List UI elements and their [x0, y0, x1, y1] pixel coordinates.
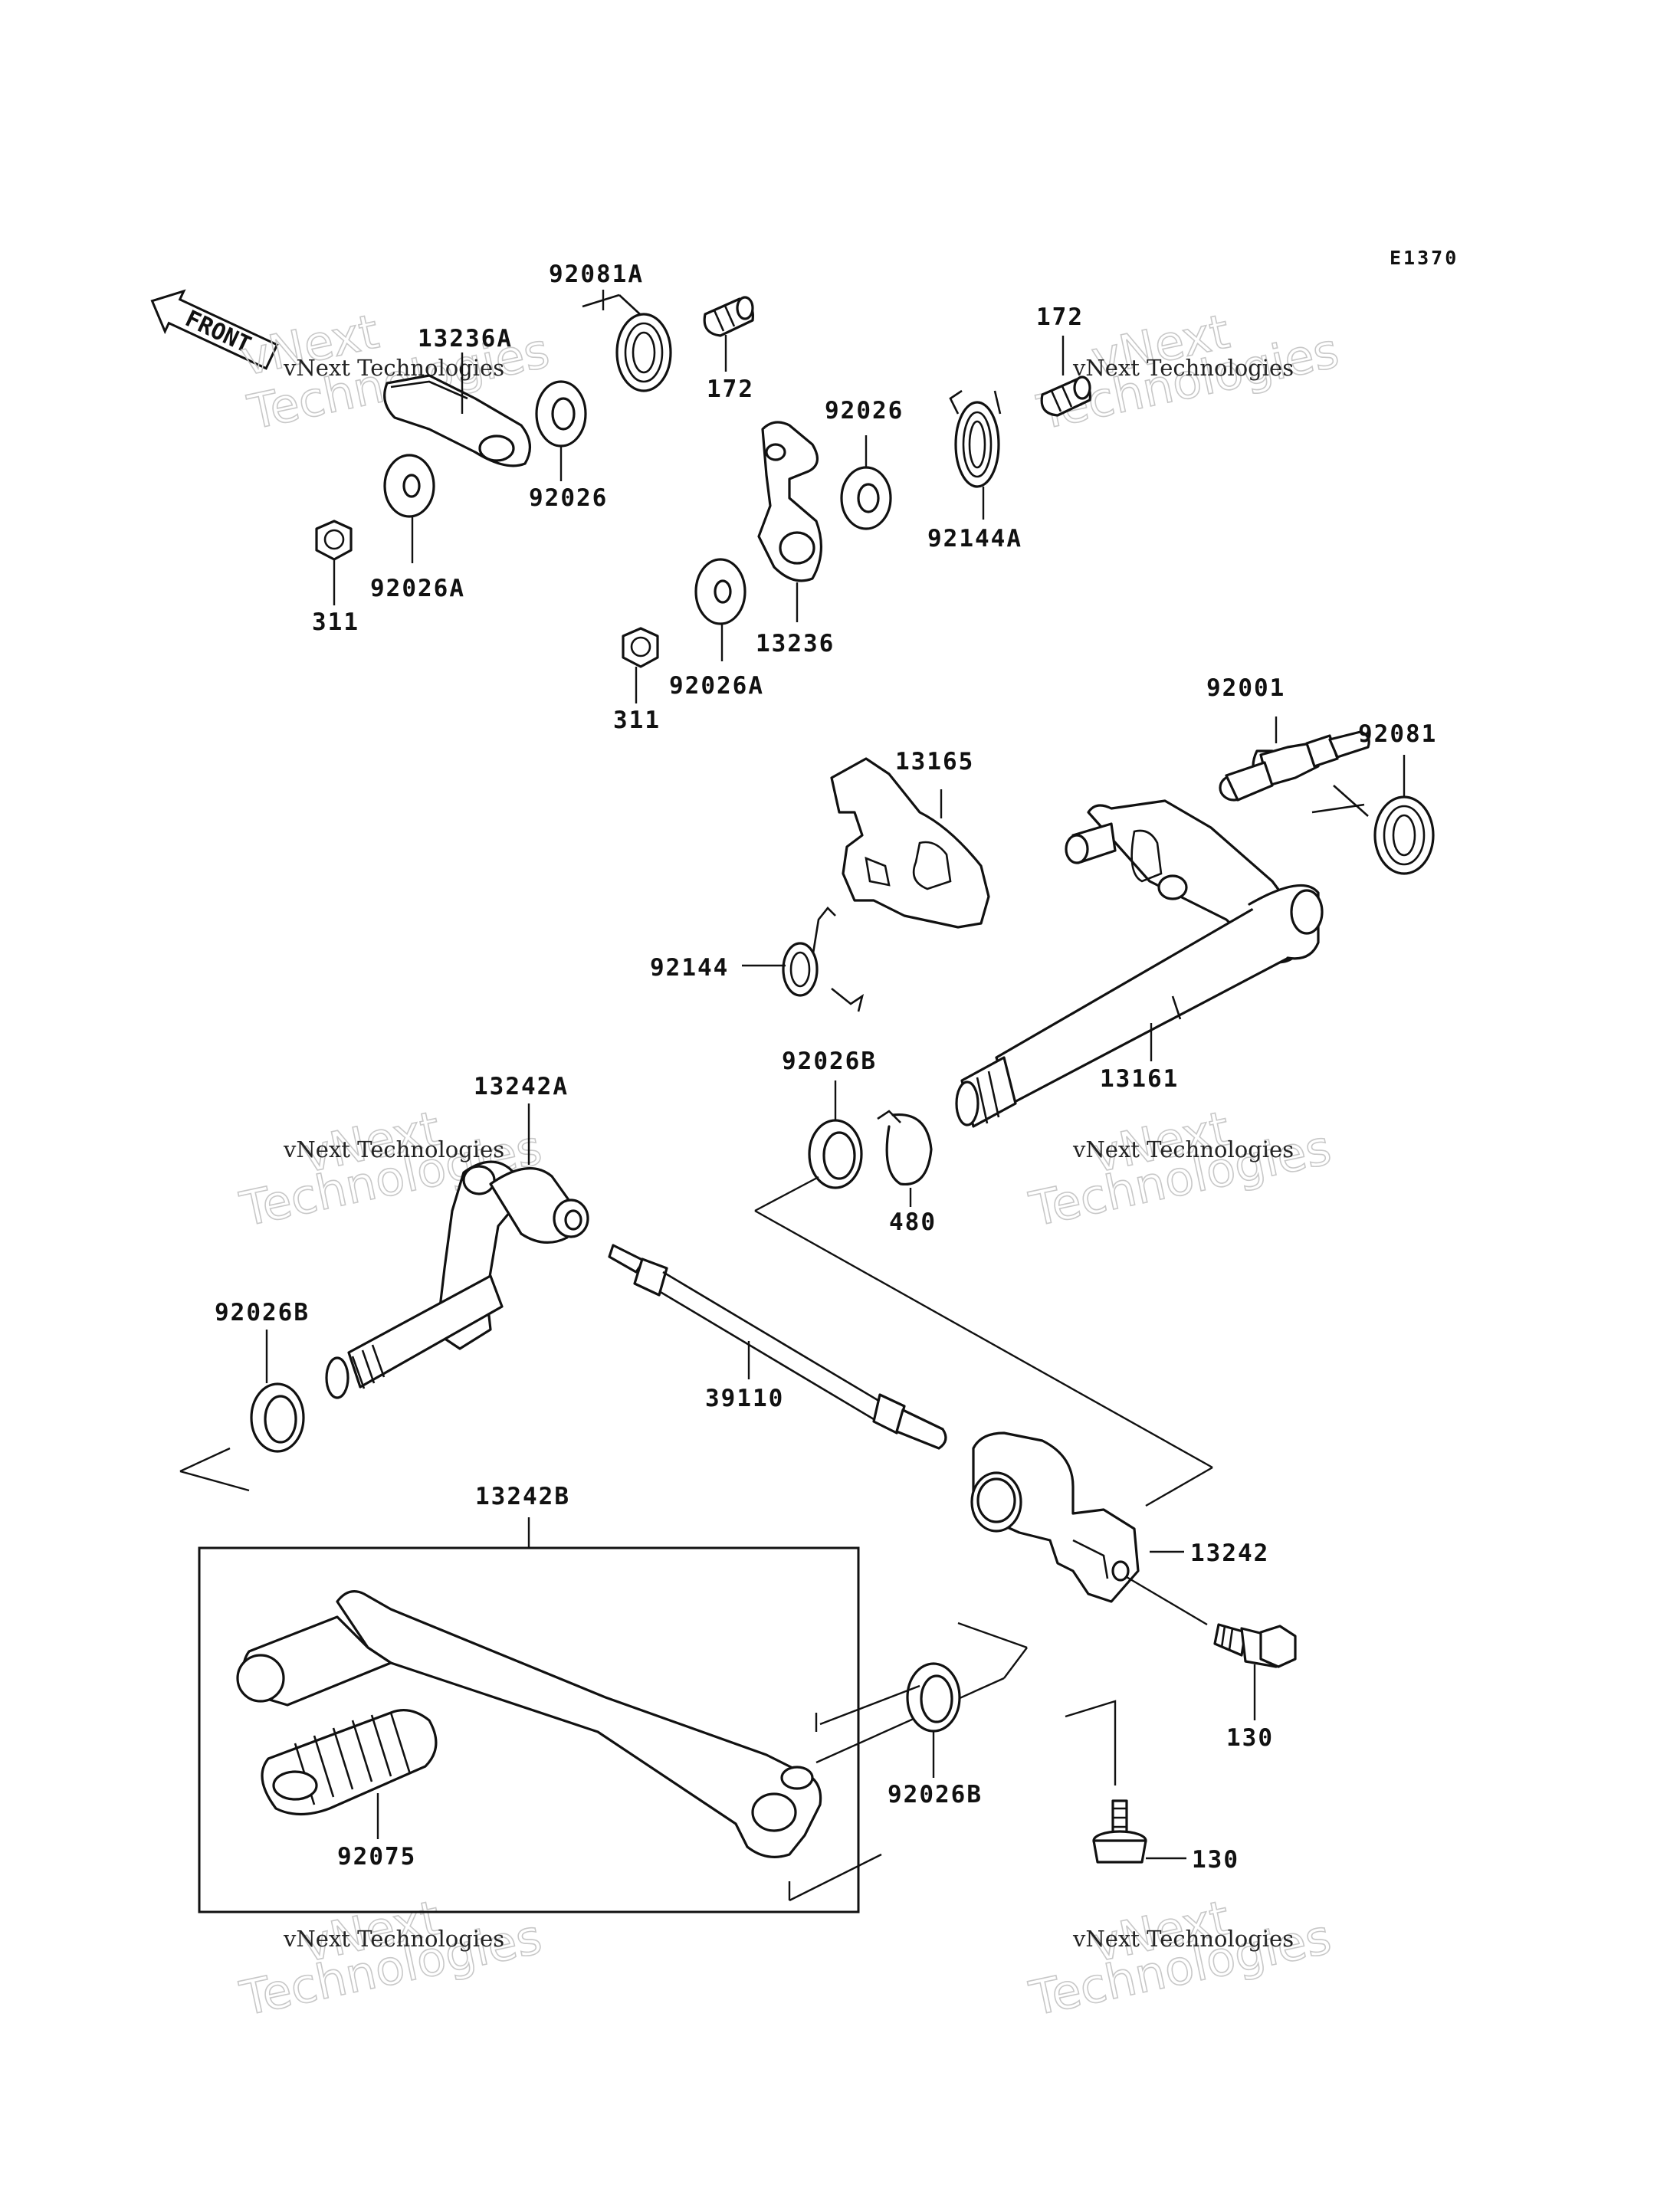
part-172-pin — [703, 296, 754, 337]
watermark-text: vNext Technologies — [1072, 1926, 1294, 1952]
label-92026A: 92026A — [669, 672, 764, 700]
watermark-text: vNext Technologies — [283, 355, 504, 381]
watermark-text: vNext Technologies — [283, 1926, 504, 1952]
frame-13242B — [198, 1546, 860, 1913]
part-92081A-spring — [582, 293, 672, 392]
label-92026B: 92026B — [782, 1048, 877, 1075]
diagram-code: E1370 — [1390, 247, 1459, 269]
label-311: 311 — [613, 707, 661, 734]
label-39110: 39110 — [705, 1385, 784, 1412]
label-92026B: 92026B — [888, 1781, 983, 1808]
watermark-bottom-left: vNext Technologies vNext Technologies — [235, 1889, 546, 2028]
label-130: 130 — [1226, 1724, 1274, 1752]
part-13236A-arm — [383, 374, 531, 467]
guide-line — [1065, 1700, 1117, 1785]
label-13236: 13236 — [756, 630, 835, 657]
label-92026B: 92026B — [215, 1299, 310, 1326]
label-130: 130 — [1192, 1846, 1239, 1874]
watermark-bottom-right: vNext Technologies vNext Technologies — [1024, 1889, 1336, 2028]
label-311: 311 — [312, 608, 359, 636]
label-480: 480 — [889, 1208, 937, 1236]
part-92026B-washer — [808, 1119, 863, 1189]
label-13161: 13161 — [1100, 1065, 1179, 1093]
leader — [1126, 1576, 1208, 1626]
part-92026B-washer — [906, 1662, 961, 1733]
part-92001-bolt — [1219, 730, 1370, 802]
label-92026: 92026 — [529, 484, 608, 512]
watermark-text: vNext Technologies — [283, 1136, 504, 1162]
part-311-nut — [622, 627, 659, 668]
label-13242A: 13242A — [474, 1073, 569, 1100]
part-92026A-washer — [383, 454, 435, 518]
label-92026: 92026 — [825, 397, 904, 425]
guide-line — [815, 1622, 1028, 1764]
label-92081A: 92081A — [549, 261, 644, 288]
watermark-text: vNext Technologies — [1072, 1136, 1294, 1162]
part-13242-lever — [970, 1431, 1140, 1603]
label-172: 172 — [1036, 303, 1084, 331]
watermark-mid-right: vNext Technologies vNext Technologies — [1024, 1100, 1336, 1238]
label-92026A: 92026A — [370, 575, 465, 602]
label-92001: 92001 — [1206, 674, 1285, 702]
part-92144A-spring — [949, 389, 1002, 488]
label-92144A: 92144A — [927, 525, 1022, 553]
part-92026A-washer — [694, 558, 746, 625]
part-130-bolt — [1092, 1799, 1147, 1864]
label-13165: 13165 — [895, 748, 974, 776]
part-172-pin — [1040, 375, 1091, 417]
part-92026B-washer — [250, 1382, 305, 1453]
part-92026-washer — [840, 466, 892, 530]
part-92026-washer — [535, 380, 587, 448]
guide-line — [788, 1684, 920, 1902]
label-13236A: 13236A — [418, 325, 513, 353]
label-13242B: 13242B — [475, 1483, 570, 1510]
part-130-bolt — [1213, 1623, 1297, 1668]
part-92075-rubber — [261, 1709, 438, 1816]
part-13242B-pedal — [236, 1590, 822, 1858]
part-13242A-lever — [325, 1160, 589, 1399]
part-92081-spring — [1311, 785, 1435, 875]
part-311-nut — [315, 520, 353, 561]
leader-lines — [265, 290, 1406, 1860]
label-92081: 92081 — [1358, 720, 1437, 748]
label-13242: 13242 — [1190, 1540, 1269, 1567]
label-172: 172 — [707, 375, 754, 403]
label-92144: 92144 — [650, 954, 729, 982]
part-92144-spring — [782, 907, 865, 1012]
part-13236-arm — [757, 421, 823, 582]
guide-line — [179, 1447, 250, 1492]
guide-line — [754, 1176, 1213, 1507]
part-39110-tie-rod — [608, 1244, 947, 1450]
part-480-circlip — [877, 1110, 933, 1186]
part-13165-plate — [830, 757, 990, 929]
part-13161-shift-shaft — [955, 799, 1324, 1128]
label-92075: 92075 — [337, 1843, 416, 1871]
watermark-text: vNext Technologies — [1072, 355, 1294, 381]
